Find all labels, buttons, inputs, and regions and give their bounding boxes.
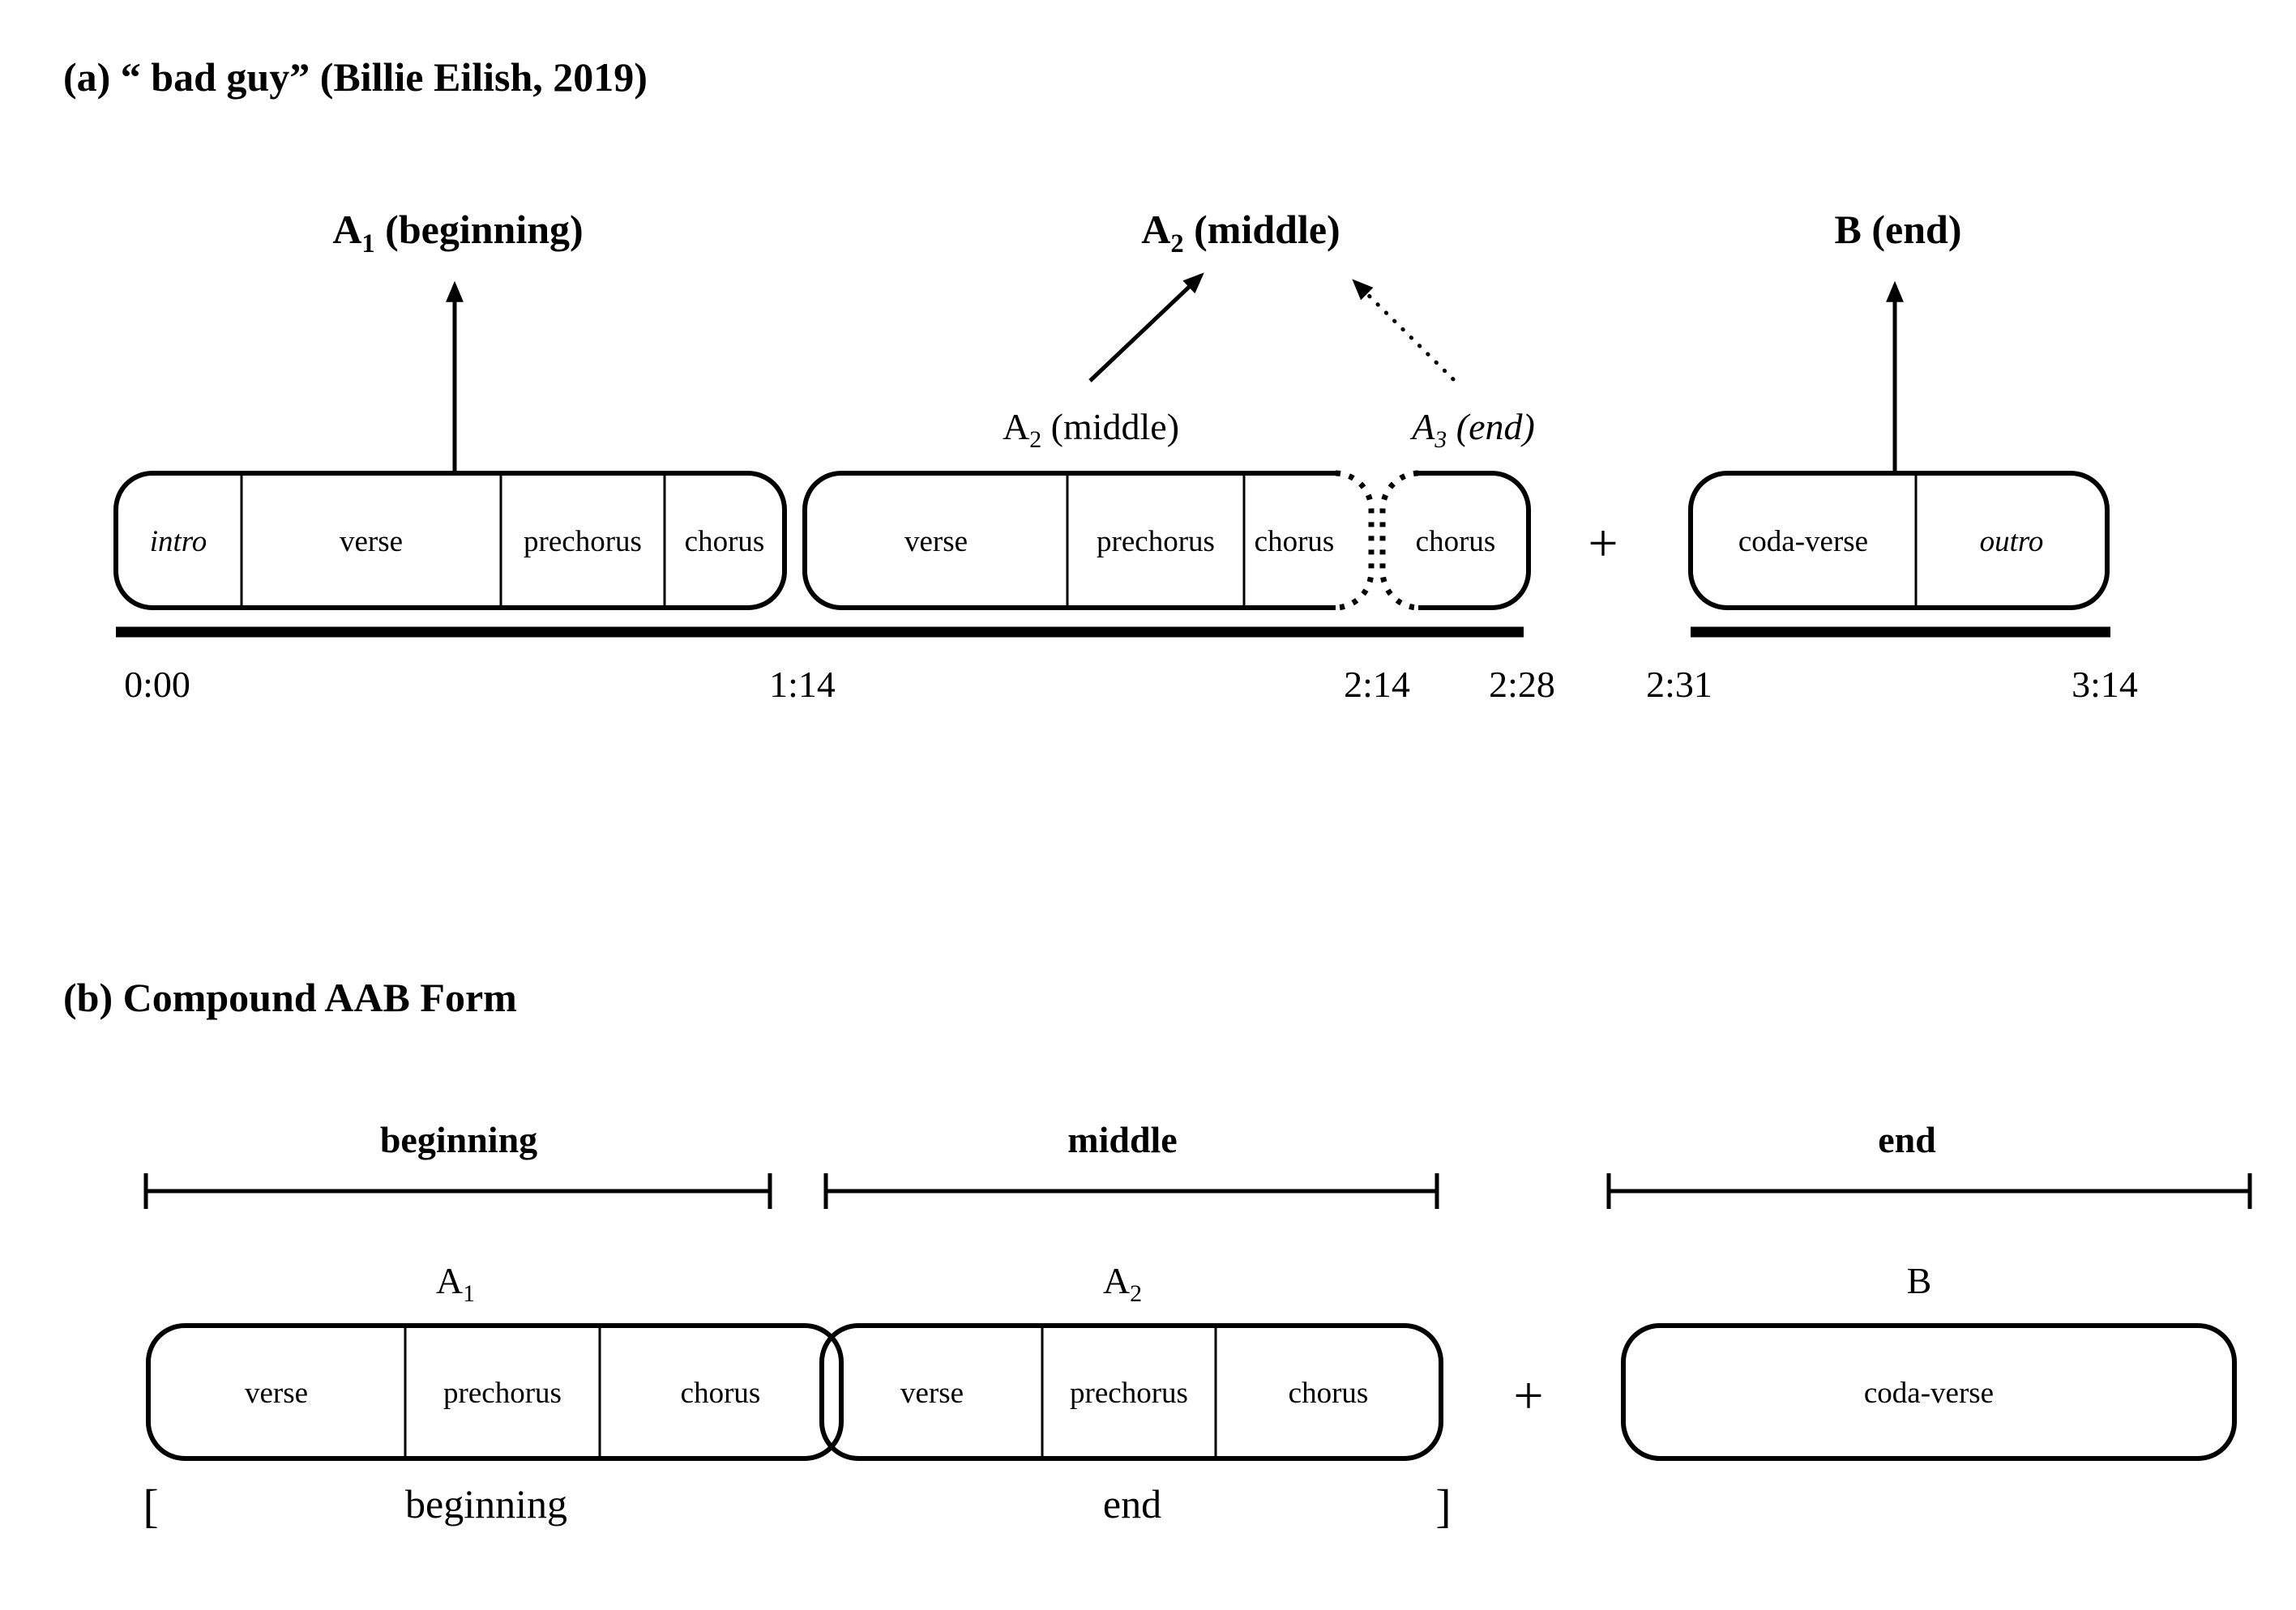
cell-label-prechorus: prechorus bbox=[443, 1377, 562, 1410]
heading-a1-main: A bbox=[332, 207, 361, 252]
span-label-beginning: beginning bbox=[380, 1119, 537, 1160]
box-b-outline bbox=[1688, 471, 2110, 610]
heading-b-end: B (end) bbox=[1835, 207, 1962, 252]
box-a1: intro verse prechorus chorus bbox=[113, 471, 787, 610]
heading-a2-main: A bbox=[1141, 207, 1170, 252]
bottom-label-beginning: beginning bbox=[405, 1481, 567, 1527]
label-b-a2: A2 bbox=[1103, 1260, 1142, 1307]
label-a3-sub: 3 bbox=[1434, 426, 1447, 453]
box-b3: coda-verse bbox=[1621, 1323, 2237, 1461]
heading-a1-rest: (beginning) bbox=[375, 207, 584, 252]
span-bracket-beginning bbox=[143, 1173, 772, 1209]
time-label-2-28: 2:28 bbox=[1489, 664, 1555, 705]
cell-label-verse: verse bbox=[340, 525, 403, 558]
cell-label-prechorus: prechorus bbox=[1097, 525, 1215, 558]
heading-a2-rest: (middle) bbox=[1184, 207, 1340, 252]
cell-label-chorus: chorus bbox=[1416, 525, 1496, 558]
time-label-3-14: 3:14 bbox=[2072, 664, 2138, 705]
heading-a2-middle: A2 (middle) bbox=[1141, 207, 1340, 258]
plus-sign: + bbox=[1513, 1366, 1543, 1425]
cell-label-prechorus: prechorus bbox=[524, 525, 642, 558]
box-a2-outline-solid bbox=[802, 471, 1336, 610]
label-b-a2-main: A bbox=[1103, 1260, 1130, 1301]
box-b2-outline bbox=[819, 1323, 1443, 1461]
open-bracket: [ bbox=[143, 1480, 158, 1532]
span-bracket-middle bbox=[823, 1173, 1439, 1209]
cell-label-coda-verse: coda-verse bbox=[1864, 1377, 1994, 1410]
panel-a: (a) “ bad guy” (Billie Eilish, 2019) A1 … bbox=[63, 54, 2138, 705]
label-a3-main: A bbox=[1409, 406, 1435, 447]
heading-a1-beginning: A1 (beginning) bbox=[332, 207, 583, 258]
box-a1-outline bbox=[113, 471, 787, 610]
label-b-a2-sub: 2 bbox=[1130, 1280, 1142, 1307]
arrow-a2-solid bbox=[1088, 272, 1204, 382]
box-b2: verse prechorus chorus bbox=[819, 1323, 1443, 1461]
bottom-annotation: [ beginning end ] bbox=[143, 1480, 1451, 1532]
cell-label-prechorus: prechorus bbox=[1070, 1377, 1188, 1410]
panel-b: (b) Compound AAB Form beginning middle e… bbox=[63, 975, 2252, 1532]
box-a3-chorus: chorus bbox=[1379, 470, 1531, 611]
box-b3-outline bbox=[1621, 1323, 2237, 1461]
box-a3-outline-solid bbox=[1418, 471, 1531, 610]
label-b-b: B bbox=[1907, 1260, 1932, 1301]
bottom-label-end: end bbox=[1103, 1481, 1161, 1527]
time-label-1-14: 1:14 bbox=[769, 664, 836, 705]
timeline-labels: 0:00 1:14 2:14 2:28 2:31 3:14 bbox=[124, 664, 2138, 705]
box-b1-outline bbox=[146, 1323, 844, 1461]
label-a2-main: A bbox=[1003, 406, 1029, 447]
cell-label-chorus: chorus bbox=[1255, 525, 1335, 558]
box-b: coda-verse outro bbox=[1688, 471, 2110, 610]
arrow-a3-dotted bbox=[1352, 279, 1456, 382]
span-label-middle: middle bbox=[1067, 1119, 1177, 1160]
heading-a1-sub: 1 bbox=[361, 229, 374, 258]
box-a2: verse prechorus chorus bbox=[802, 470, 1375, 611]
heading-a2-sub: 2 bbox=[1170, 229, 1183, 258]
span-bracket-end bbox=[1606, 1173, 2252, 1209]
label-b-a1: A1 bbox=[436, 1260, 475, 1307]
box-a2-outline-dotted-cap bbox=[1335, 470, 1375, 611]
cell-label-chorus: chorus bbox=[685, 525, 765, 558]
cell-label-outro: outro bbox=[1980, 525, 2044, 558]
cell-label-coda-verse: coda-verse bbox=[1738, 525, 1868, 558]
time-label-0-00: 0:00 bbox=[124, 664, 190, 705]
panel-a-title: (a) “ bad guy” (Billie Eilish, 2019) bbox=[63, 54, 648, 100]
cell-label-intro: intro bbox=[150, 525, 207, 558]
label-a2-sub: 2 bbox=[1029, 426, 1041, 453]
cell-label-verse: verse bbox=[245, 1377, 308, 1410]
close-bracket: ] bbox=[1435, 1480, 1451, 1532]
cell-label-chorus: chorus bbox=[681, 1377, 761, 1410]
cell-label-chorus: chorus bbox=[1289, 1377, 1369, 1410]
span-label-end: end bbox=[1878, 1119, 1936, 1160]
label-b-a1-sub: 1 bbox=[463, 1280, 475, 1307]
label-a3-end: A3 (end) bbox=[1409, 406, 1535, 453]
label-a2-middle: A2 (middle) bbox=[1003, 406, 1179, 453]
label-b-a1-main: A bbox=[436, 1260, 463, 1301]
cell-label-verse: verse bbox=[904, 525, 968, 558]
label-a2-rest: (middle) bbox=[1041, 406, 1179, 447]
panel-b-title: (b) Compound AAB Form bbox=[63, 975, 517, 1020]
box-a3-outline-dotted-cap bbox=[1379, 470, 1419, 611]
cell-label-verse: verse bbox=[900, 1377, 964, 1410]
plus-sign: + bbox=[1588, 514, 1618, 573]
box-b1: verse prechorus chorus bbox=[146, 1323, 844, 1461]
time-label-2-31: 2:31 bbox=[1646, 664, 1712, 705]
label-a3-rest: (end) bbox=[1447, 406, 1535, 447]
time-label-2-14: 2:14 bbox=[1344, 664, 1410, 705]
